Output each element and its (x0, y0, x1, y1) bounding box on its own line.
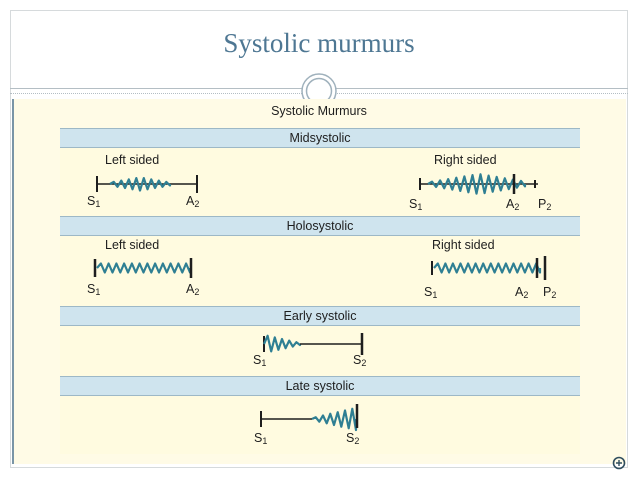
section-panel (60, 148, 580, 216)
section-header-midsystolic: Midsystolic (60, 128, 580, 148)
holosystolic-left-s1: S1 (87, 282, 101, 297)
early-systolic-s1: S1 (253, 353, 267, 368)
section-panel (60, 326, 580, 376)
early-systolic-s2: S2 (353, 353, 367, 368)
section-header-early-systolic: Early systolic (60, 306, 580, 326)
murmur-waveform (109, 177, 172, 192)
midsystolic-left-s1: S1 (87, 194, 101, 209)
holosystolic-right-a2: A2 (515, 285, 529, 300)
holosystolic-right-s1: S1 (424, 285, 438, 300)
murmur-waveform (96, 262, 192, 274)
midsystolic-right-s1: S1 (409, 197, 423, 212)
holosystolic-right-label: Right sided (432, 238, 495, 252)
holosystolic-left-label: Left sided (105, 238, 160, 252)
figure-heading: Systolic Murmurs (271, 104, 367, 118)
murmur-waveform (311, 407, 358, 432)
slide-frame (10, 10, 628, 468)
slide-corner-icon (612, 456, 626, 470)
midsystolic-left-a2: A2 (186, 194, 200, 209)
murmur-waveform (433, 262, 542, 274)
midsystolic-right-p2: P2 (538, 197, 552, 212)
section-header-late-systolic: Late systolic (60, 376, 580, 396)
slide-title: Systolic murmurs (223, 28, 415, 58)
section-panel (60, 396, 580, 454)
murmur-waveform (262, 334, 302, 353)
late-systolic-s1: S1 (254, 431, 268, 446)
midsystolic-right-a2: A2 (506, 197, 520, 212)
midsystolic-right-label: Right sided (434, 153, 497, 167)
section-header-holosystolic: Holosystolic (60, 216, 580, 236)
holosystolic-left-a2: A2 (186, 282, 200, 297)
midsystolic-left-label: Left sided (105, 153, 160, 167)
late-systolic-s2: S2 (346, 431, 360, 446)
murmur-waveform (427, 173, 527, 195)
holosystolic-right-p2: P2 (543, 285, 557, 300)
